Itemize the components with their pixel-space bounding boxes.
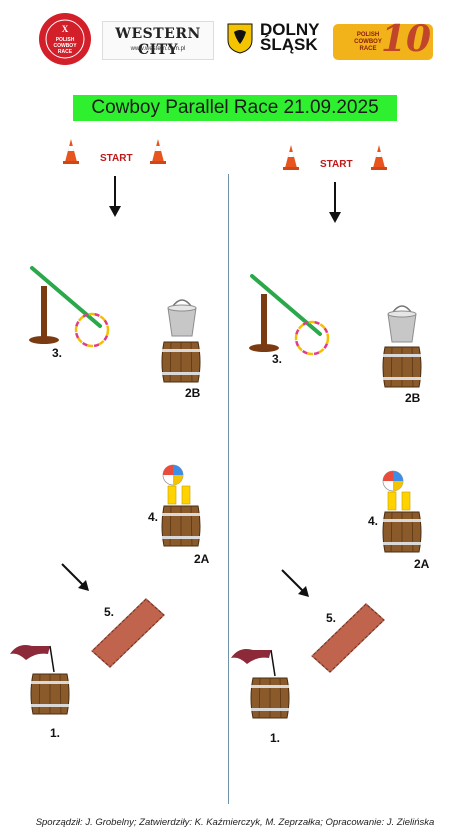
- logo-x-line2: COWBOY: [53, 43, 77, 49]
- station-2a-label-left: 2A: [194, 552, 210, 566]
- pcr10-line3: RACE: [359, 46, 377, 52]
- brick-icon: [91, 598, 165, 668]
- dolny-slask-line2: ŚLĄSK: [260, 35, 318, 54]
- pole-ring-station-icon: [249, 274, 330, 356]
- station-4-label-left: 4.: [148, 510, 159, 524]
- barrel-icon: [382, 346, 422, 388]
- station-1-label-left: 1.: [50, 726, 61, 740]
- cone-icon: [283, 145, 299, 170]
- station-1-label-right: 1.: [270, 731, 281, 745]
- arrow-diagonal-icon: [61, 563, 89, 591]
- cone-icon: [371, 145, 387, 170]
- credits-footer: Sporządził: J. Grobelny; Zatwierdziły: K…: [35, 817, 435, 828]
- cone-icon: [63, 139, 79, 164]
- station-5-label-left: 5.: [104, 605, 115, 619]
- polish-cowboy-race-x-logo: X POLISH COWBOY RACE: [39, 13, 91, 65]
- brick-icon: [311, 603, 385, 673]
- station-2b-label-left: 2B: [185, 386, 201, 400]
- ball-bottles-icon: [162, 464, 191, 505]
- start-label-left: START: [100, 153, 133, 164]
- station-5-label-right: 5.: [326, 611, 337, 625]
- bucket-icon: [167, 299, 197, 337]
- arrow-down-icon: [329, 182, 341, 223]
- logo-x-line1: POLISH: [56, 37, 75, 43]
- start-label-right: START: [320, 159, 353, 170]
- polish-cowboy-race-10-logo: POLISH COWBOY RACE 10: [333, 18, 433, 60]
- race-title: Cowboy Parallel Race 21.09.2025: [73, 95, 397, 121]
- barrel-icon: [382, 511, 422, 553]
- western-city-name: WESTERN CITY: [115, 26, 201, 58]
- dolny-slask-shield-icon: [227, 23, 253, 54]
- pcr10-line2: COWBOY: [354, 39, 382, 45]
- western-city-logo: WESTERN CITY www.western.com.pl: [102, 21, 214, 60]
- station-2a-label-right: 2A: [414, 557, 430, 571]
- dolny-slask-line1: DOLNY: [260, 20, 320, 39]
- arrow-down-icon: [109, 176, 121, 217]
- logo-x-line3: RACE: [58, 49, 73, 55]
- pcr10-number: 10: [381, 18, 432, 60]
- western-city-url: www.western.com.pl: [130, 46, 186, 52]
- flag-icon: [231, 649, 276, 677]
- arrow-diagonal-icon: [281, 569, 309, 597]
- station-4-label-right: 4.: [368, 514, 379, 528]
- cone-icon: [150, 139, 166, 164]
- barrel-icon: [161, 341, 201, 383]
- barrel-icon: [250, 677, 290, 719]
- station-3-label-right: 3.: [272, 352, 283, 366]
- ball-bottles-icon: [382, 470, 411, 511]
- pcr10-line1: POLISH: [356, 32, 380, 38]
- bucket-icon: [387, 305, 417, 343]
- station-2b-label-right: 2B: [405, 391, 421, 405]
- pole-ring-station-icon: [29, 266, 110, 348]
- lane-divider: [228, 174, 229, 804]
- dolny-slask-logo-text: DOLNY ŚLĄSK: [260, 20, 320, 54]
- station-3-label-left: 3.: [52, 346, 63, 360]
- barrel-icon: [161, 505, 201, 547]
- pcr10-small-text: POLISH COWBOY RACE: [351, 32, 385, 53]
- flag-icon: [10, 645, 55, 673]
- barrel-icon: [30, 673, 70, 715]
- logo-x-numeral: X: [62, 24, 69, 34]
